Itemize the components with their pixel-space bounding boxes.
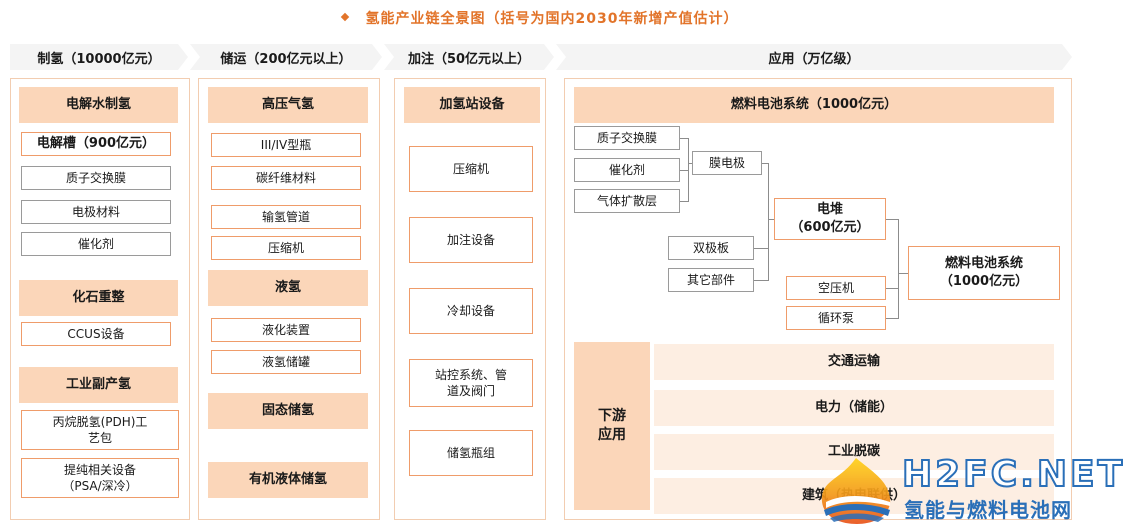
node-fossil: 化石重整 xyxy=(19,280,178,316)
page-title: 氢能产业链全景图（括号为国内2030年新增产值估计） xyxy=(0,8,1080,28)
node-electrode: 电极材料 xyxy=(21,200,171,224)
page-title-text: 氢能产业链全景图（括号为国内2030年新增产值估计） xyxy=(365,11,739,27)
node-station-control: 站控系统、管 道及阀门 xyxy=(409,359,533,407)
node-station-control-line2: 道及阀门 xyxy=(446,384,495,398)
node-stack: 电堆 （600亿元） xyxy=(774,198,886,240)
node-high-pressure: 高压气氢 xyxy=(208,87,368,123)
node-pdh-line1: 丙烷脱氢(PDH)工 xyxy=(52,414,148,429)
node-downstream-line2: 应用 xyxy=(598,427,626,443)
node-solid: 固态储氢 xyxy=(208,393,368,429)
node-pdh-line2: 艺包 xyxy=(87,431,112,445)
node-station-equipment: 加氢站设备 xyxy=(404,87,540,123)
node-storage-bank: 储氢瓶组 xyxy=(409,430,533,476)
node-purify-line2: （PSA/深冷） xyxy=(62,479,138,493)
node-liquid-tank: 液氢储罐 xyxy=(211,350,361,374)
header-production: 制氢（10000亿元） xyxy=(10,44,188,70)
node-fc-system-top: 燃料电池系统（1000亿元） xyxy=(574,87,1054,123)
node-liquid: 液氢 xyxy=(208,270,368,306)
header-refuel: 加注（50亿元以上） xyxy=(384,44,554,70)
connector-line xyxy=(680,170,688,171)
connector-line xyxy=(688,163,692,164)
connector-line xyxy=(754,248,768,249)
node-ccus: CCUS设备 xyxy=(21,322,171,346)
node-fc-system: 燃料电池系统 （1000亿元） xyxy=(908,246,1060,300)
connector-line xyxy=(886,288,898,289)
panel-application xyxy=(564,78,1072,520)
connector-line xyxy=(762,163,768,164)
node-byproduct: 工业副产氢 xyxy=(19,367,178,403)
node-refuel-compressor: 压缩机 xyxy=(409,146,533,192)
node-pem: 质子交换膜 xyxy=(21,166,171,190)
header-application: 应用（万亿级） xyxy=(556,44,1072,70)
node-cooling: 冷却设备 xyxy=(409,288,533,334)
node-purify-line1: 提纯相关设备 xyxy=(63,462,136,477)
node-transport: 交通运输 xyxy=(654,344,1054,380)
node-power: 电力（储能） xyxy=(654,390,1054,426)
connector-line xyxy=(898,273,908,274)
node-downstream: 下游 应用 xyxy=(574,342,650,510)
node-electrolyzer: 电解槽（900亿元） xyxy=(21,132,171,156)
node-storage-compressor: 压缩机 xyxy=(211,236,361,260)
node-other-parts: 其它部件 xyxy=(668,268,754,292)
node-pump: 循环泵 xyxy=(786,306,886,330)
connector-line xyxy=(680,138,688,139)
connector-line xyxy=(768,163,769,281)
diamond-bullet-icon xyxy=(340,12,349,22)
node-catalyst: 催化剂 xyxy=(21,232,171,256)
node-bipolar: 双极板 xyxy=(668,236,754,260)
connector-line xyxy=(754,280,768,281)
connector-line xyxy=(680,201,688,202)
node-fc-system-line2: （1000亿元） xyxy=(939,274,1029,289)
panel-storage xyxy=(198,78,380,520)
watermark-tagline: 氢能与燃料电池网 xyxy=(904,498,1072,522)
node-dispenser: 加注设备 xyxy=(409,217,533,263)
node-downstream-line1: 下游 xyxy=(598,408,626,425)
connector-line xyxy=(768,219,774,220)
node-liquefier: 液化装置 xyxy=(211,318,361,342)
node-industry: 工业脱碳 xyxy=(654,434,1054,470)
connector-line xyxy=(886,318,898,319)
watermark-brand: H2FC.NET xyxy=(901,453,1125,496)
node-station-control-line1: 站控系统、管 xyxy=(434,367,507,382)
watermark: H2FC.NET 氢能与燃料电池网 xyxy=(812,452,1123,529)
node-electrolysis: 电解水制氢 xyxy=(19,87,178,123)
connector-line xyxy=(886,219,898,220)
node-pdh: 丙烷脱氢(PDH)工 艺包 xyxy=(21,410,179,450)
node-stack-line1: 电堆 xyxy=(816,202,843,218)
node-fc-system-line1: 燃料电池系统 xyxy=(944,256,1023,272)
node-purify: 提纯相关设备 （PSA/深冷） xyxy=(21,458,179,498)
header-storage: 储运（200亿元以上） xyxy=(190,44,382,70)
flame-logo-icon xyxy=(821,458,891,524)
node-carbon-fiber: 碳纤维材料 xyxy=(211,166,361,190)
node-mea: 膜电极 xyxy=(692,151,762,175)
node-app-pem: 质子交换膜 xyxy=(574,126,680,150)
node-pipeline: 输氢管道 xyxy=(211,205,361,229)
panel-refuel xyxy=(394,78,546,520)
node-air-compressor: 空压机 xyxy=(786,276,886,300)
node-app-catalyst: 催化剂 xyxy=(574,158,680,182)
node-cylinder: III/IV型瓶 xyxy=(211,133,361,157)
node-app-gdl: 气体扩散层 xyxy=(574,189,680,213)
panel-production xyxy=(10,78,190,520)
connector-line xyxy=(688,138,689,202)
node-organic: 有机液体储氢 xyxy=(208,462,368,498)
node-stack-line2: （600亿元） xyxy=(790,220,870,235)
connector-line xyxy=(898,219,899,319)
